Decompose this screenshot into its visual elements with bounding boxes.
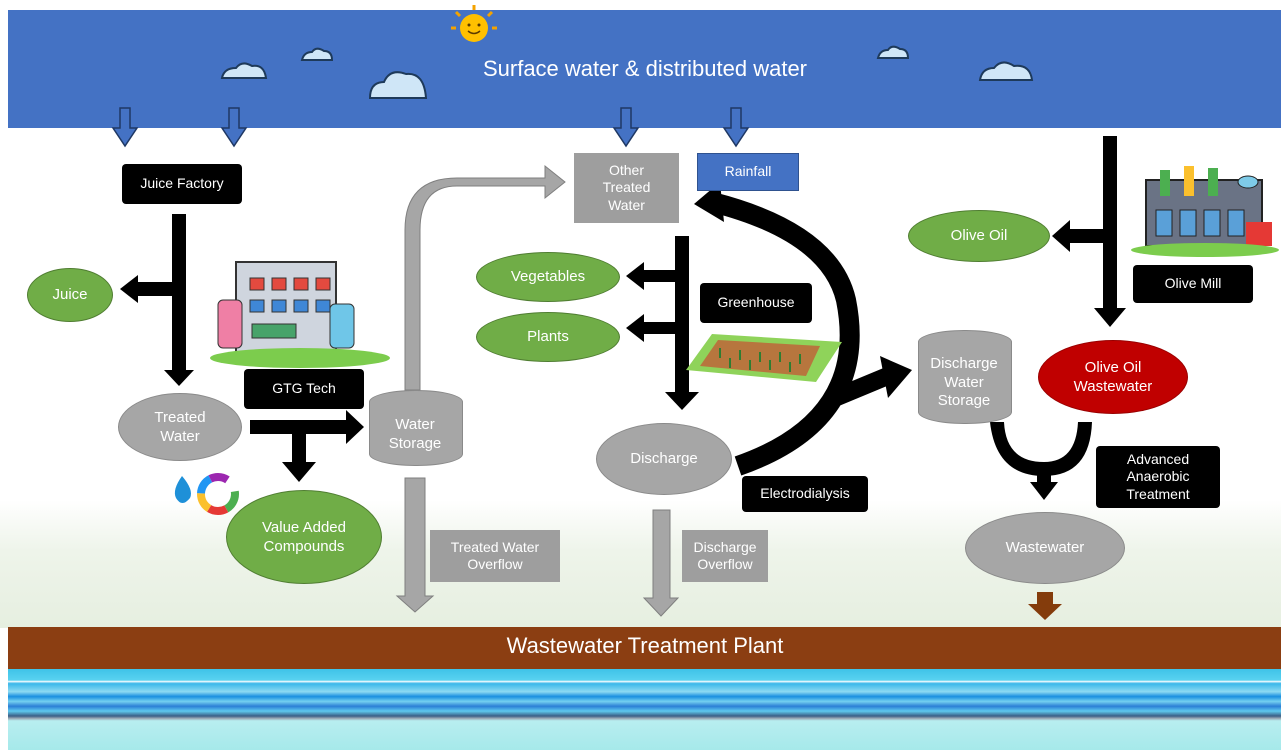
water-storage-cylinder [369,390,463,466]
vegetables-node: Vegetables [476,252,620,302]
greenhouse-icon [686,334,842,382]
discharge-overflow-label: Discharge Overflow [682,530,768,582]
other-treated-water-node: Other Treated Water [574,153,679,223]
sun-icon [451,5,497,42]
color-wheel-icon [197,473,239,515]
olive-oil-node: Olive Oil [908,210,1050,262]
discharge-water-storage-label: Discharge Water Storage [930,354,998,410]
wastewater-node: Wastewater [965,512,1125,584]
olive-mill-icon [1131,166,1279,257]
treatment-plant-title: Wastewater Treatment Plant [506,633,784,658]
water-storage-label: Water Storage [388,416,442,452]
discharge-node: Discharge [596,423,732,495]
gtg-tech-label: GTG Tech [244,369,364,409]
treated-water-node: Treated Water [118,393,242,461]
plants-node: Plants [476,312,620,362]
juice-node: Juice [27,268,113,322]
value-added-compounds-node: Value Added Compounds [226,490,382,584]
water-band [8,669,1281,750]
sky-title: Surface water & distributed water [482,56,808,81]
discharge-storage-cylinder [918,330,1012,424]
olive-oil-wastewater-node: Olive Oil Wastewater [1038,340,1188,414]
rainfall-node: Rainfall [697,153,799,191]
treated-water-overflow-label: Treated Water Overflow [430,530,560,582]
advanced-anaerobic-treatment-label: Advanced Anaerobic Treatment [1096,446,1220,508]
treatment-plant-band [8,627,1281,669]
electrodialysis-label: Electrodialysis [742,476,868,512]
juice-factory-label: Juice Factory [122,164,242,204]
greenhouse-label: Greenhouse [700,283,812,323]
water-drop-icon [174,476,191,503]
cloud-icon [220,45,1034,99]
sky-band [8,10,1281,128]
olive-mill-label: Olive Mill [1133,265,1253,303]
juice-factory-icon [210,261,390,368]
